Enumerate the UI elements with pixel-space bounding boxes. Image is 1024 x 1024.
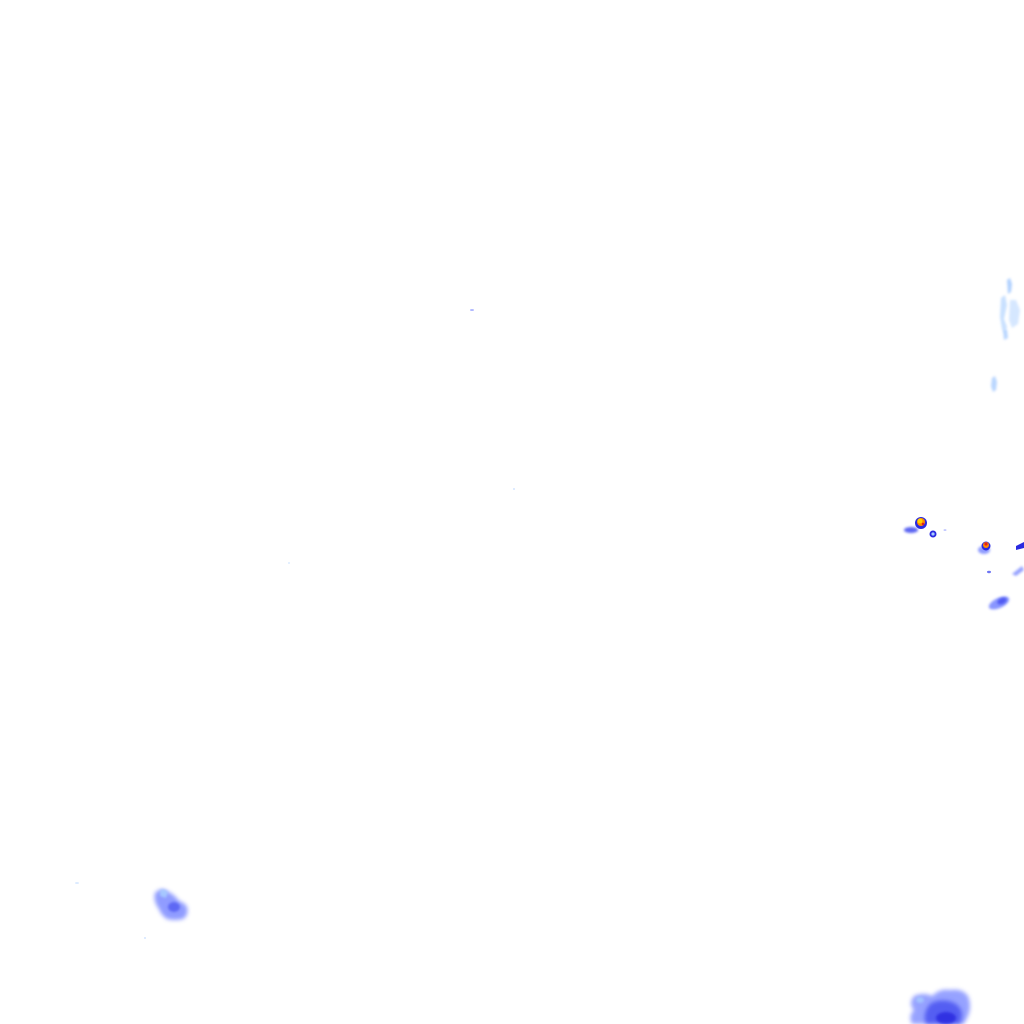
echo-speck <box>916 997 924 1003</box>
echo-speck <box>943 529 947 531</box>
storm-core <box>984 542 988 546</box>
echo-cluster-lower-left <box>154 889 188 920</box>
echo-speck <box>75 882 79 884</box>
echo-speck <box>288 562 290 564</box>
echo-cell <box>1000 295 1007 333</box>
echo-cell <box>1012 566 1024 576</box>
echo-cell <box>997 597 1007 605</box>
echo-cell <box>1016 542 1024 550</box>
echo-cell <box>168 902 180 912</box>
echo-cell <box>1003 330 1008 340</box>
echo-specks <box>75 309 515 939</box>
echo-cell <box>160 889 168 898</box>
echo-cell <box>936 1012 956 1024</box>
echo-cell <box>931 532 935 536</box>
echo-cluster-upper-right <box>991 278 1020 392</box>
echo-cluster-right-storms <box>904 517 1024 610</box>
echo-cell <box>991 376 997 392</box>
echo-speck <box>470 309 474 311</box>
echo-speck <box>513 488 515 490</box>
echo-cell <box>1007 278 1012 294</box>
echo-cell <box>904 527 918 533</box>
echo-cell <box>1009 300 1020 328</box>
storm-core <box>917 518 923 524</box>
storm-core <box>921 522 925 526</box>
echo-cluster-bottom-right <box>910 989 970 1024</box>
echo-speck <box>987 570 991 574</box>
echo-speck <box>144 937 146 939</box>
